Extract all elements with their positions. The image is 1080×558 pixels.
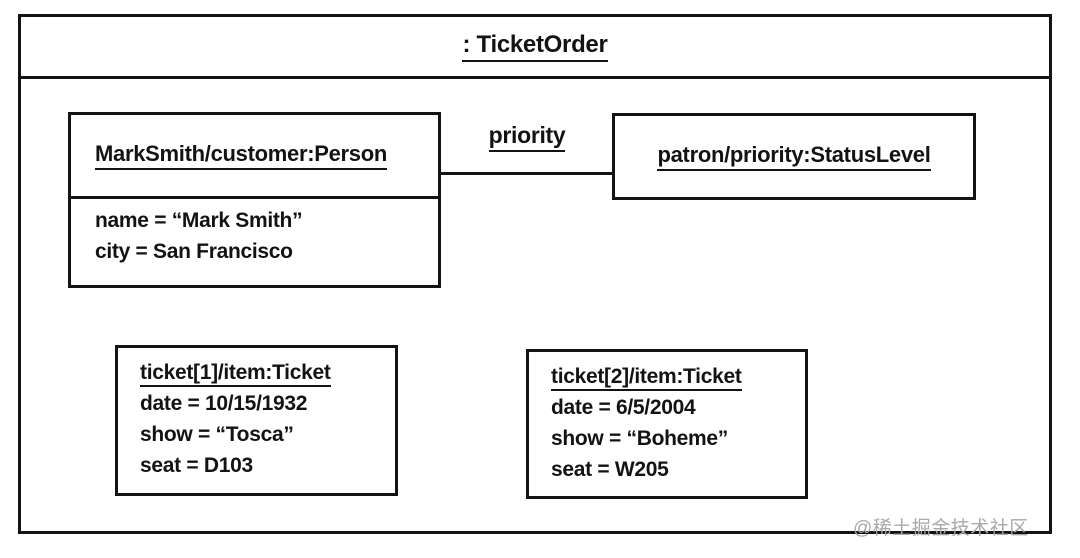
ticket1-attr-show: show = “Tosca” bbox=[140, 423, 294, 446]
ticket2-attr-date: date = 6/5/2004 bbox=[551, 396, 696, 419]
ticket1-attr-seat: seat = D103 bbox=[140, 454, 253, 477]
object-person: MarkSmith/customer:Person name = “Mark S… bbox=[68, 112, 441, 288]
person-attr-city: city = San Francisco bbox=[95, 240, 293, 263]
object-person-name: MarkSmith/customer:Person bbox=[95, 141, 387, 170]
priority-link-line bbox=[441, 172, 612, 175]
frame-title-compartment: : TicketOrder bbox=[18, 14, 1052, 79]
ticket2-attr-show: show = “Boheme” bbox=[551, 427, 728, 450]
person-attr-name: name = “Mark Smith” bbox=[95, 209, 303, 232]
object-statuslevel: patron/priority:StatusLevel bbox=[612, 113, 976, 200]
object-ticket-2-header: ticket[2]/item:Ticket bbox=[551, 361, 799, 392]
ticket2-attr-seat: seat = W205 bbox=[551, 458, 669, 481]
object-person-header: MarkSmith/customer:Person bbox=[71, 115, 438, 199]
object-person-attributes: name = “Mark Smith” city = San Francisco bbox=[71, 199, 438, 267]
object-ticket-1-name: ticket[1]/item:Ticket bbox=[140, 361, 331, 387]
object-ticket-1-header: ticket[1]/item:Ticket bbox=[140, 357, 389, 388]
object-ticket-2-name: ticket[2]/item:Ticket bbox=[551, 365, 742, 391]
frame-title: : TicketOrder bbox=[462, 31, 608, 62]
object-statuslevel-name: patron/priority:StatusLevel bbox=[657, 142, 931, 171]
object-ticket-2: ticket[2]/item:Ticket date = 6/5/2004 sh… bbox=[526, 349, 808, 499]
priority-link-label: priority bbox=[443, 122, 611, 152]
watermark: @稀土掘金技术社区 bbox=[853, 518, 1029, 539]
priority-link-label-text: priority bbox=[488, 122, 566, 152]
ticket1-attr-date: date = 10/15/1932 bbox=[140, 392, 308, 415]
object-ticket-1: ticket[1]/item:Ticket date = 10/15/1932 … bbox=[115, 345, 398, 496]
